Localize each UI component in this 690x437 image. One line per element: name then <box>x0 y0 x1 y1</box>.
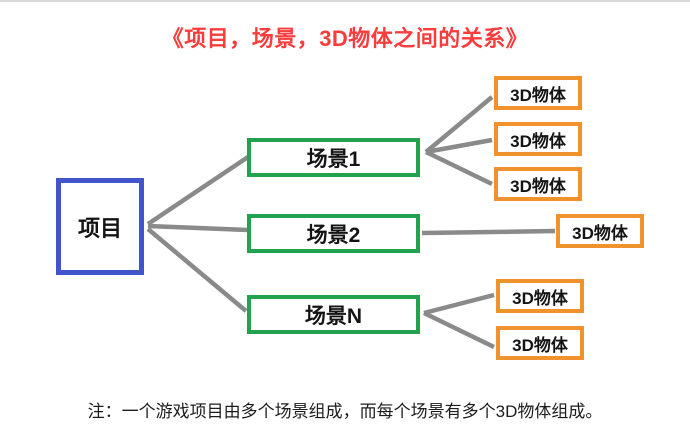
node-3d-object-scenen-1: 3D物体 <box>496 279 584 313</box>
edge-scene1-object2 <box>425 137 493 155</box>
node-project: 项目 <box>56 178 144 275</box>
node-3d-object-scene1-1: 3D物体 <box>494 76 582 110</box>
edge-scene2-object1 <box>421 228 556 236</box>
edge-scene1-object3 <box>425 149 493 187</box>
node-3d-object-scene1-2: 3D物体 <box>494 122 582 156</box>
node-3d-object-scenen-2: 3D物体 <box>496 326 584 360</box>
node-scene-1: 场景1 <box>247 138 420 177</box>
node-scene-n: 场景N <box>247 295 420 334</box>
node-scene-2: 场景2 <box>247 214 420 253</box>
diagram-title: 《项目，场景，3D物体之间的关系》 <box>161 26 529 51</box>
edge-sceneN-object1 <box>423 292 495 316</box>
edge-scene1-object1 <box>424 95 494 154</box>
footnote: 注：一个游戏项目由多个场景组成，而每个场景有多个3D物体组成。 <box>87 402 603 421</box>
node-3d-object-scene1-3: 3D物体 <box>494 167 582 201</box>
edge-project-scene1 <box>146 155 250 226</box>
node-3d-object-scene2-1: 3D物体 <box>556 214 644 248</box>
edge-project-sceneN <box>146 227 248 313</box>
window-top-edge <box>0 0 690 2</box>
edge-project-scene2 <box>147 223 249 233</box>
edge-sceneN-object2 <box>423 310 495 350</box>
